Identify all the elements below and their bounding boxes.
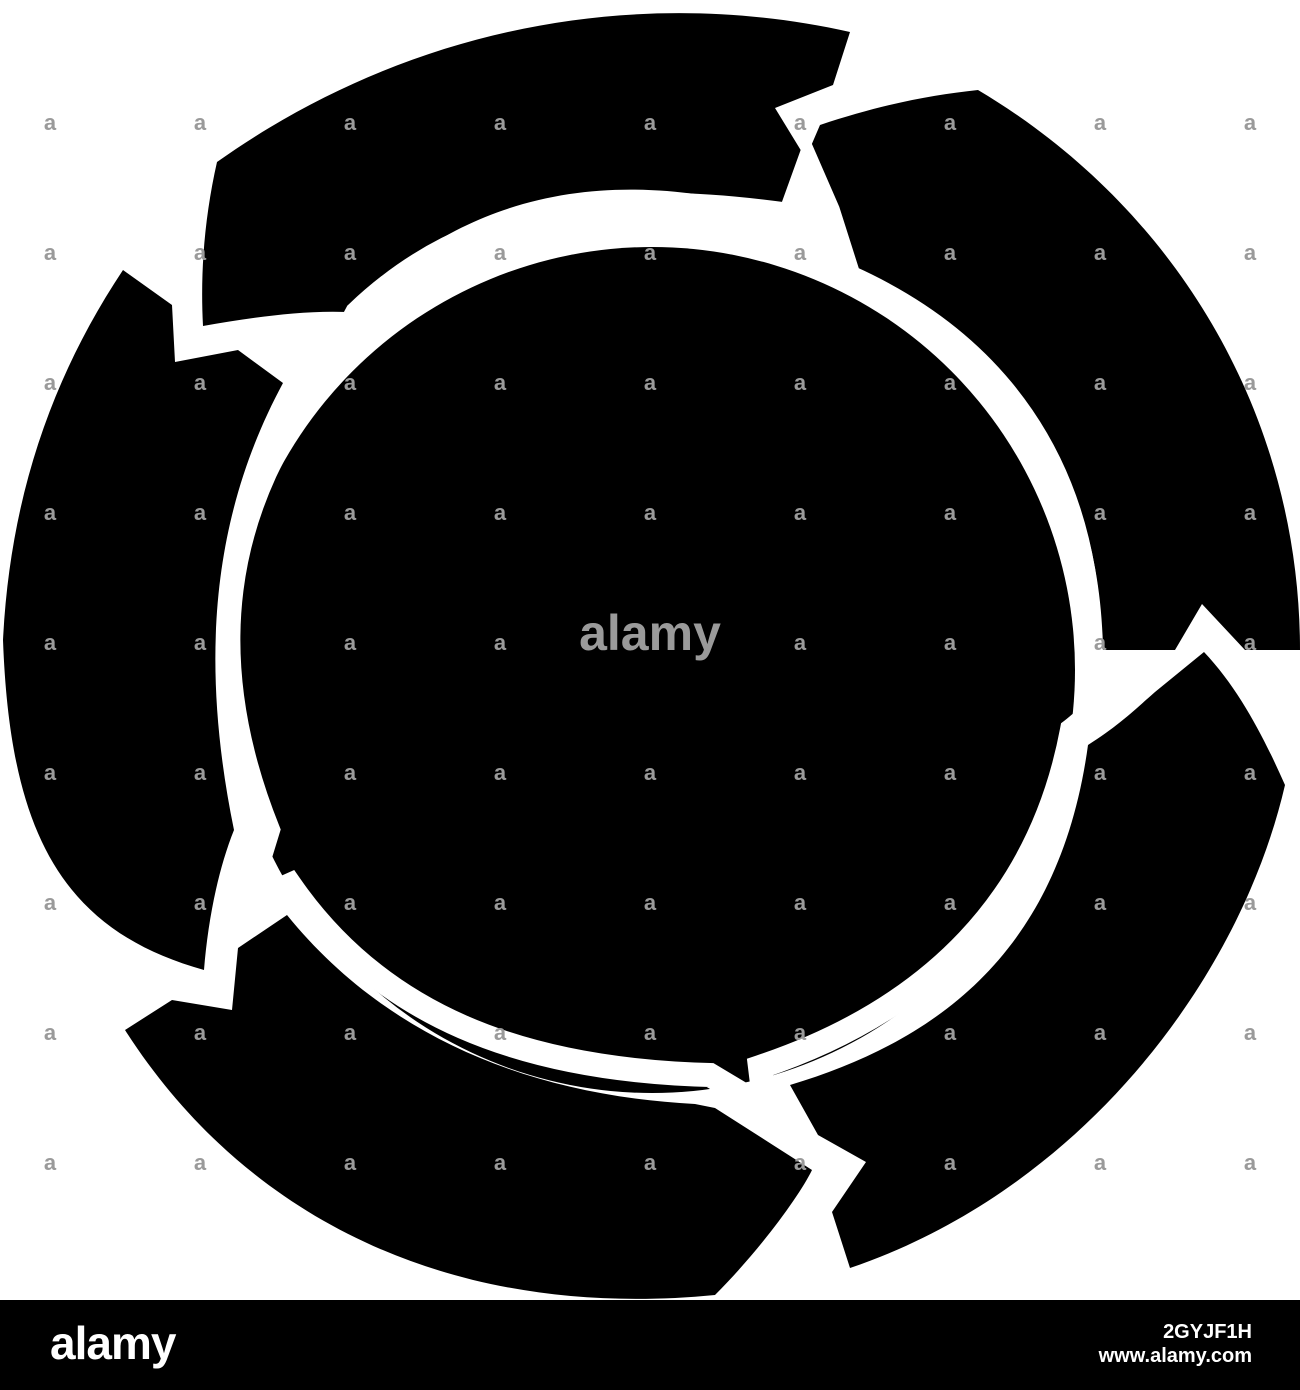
watermark-mark: a (194, 240, 207, 265)
watermark-mark: a (1094, 760, 1107, 785)
watermark-mark: a (194, 110, 207, 135)
watermark-mark: a (1094, 1020, 1107, 1045)
watermark-mark: a (644, 760, 657, 785)
watermark-mark: a (794, 1020, 807, 1045)
watermark-mark: a (494, 1020, 507, 1045)
watermark-mark: a (494, 370, 507, 395)
watermark-mark: a (794, 500, 807, 525)
arrow-segment-bottom (125, 915, 812, 1299)
watermark-mark: a (1244, 630, 1257, 655)
watermark-mark: a (344, 500, 357, 525)
watermark-mark: a (494, 110, 507, 135)
watermark-mark: a (44, 240, 57, 265)
watermark-mark: a (494, 760, 507, 785)
watermark-mark: a (644, 1150, 657, 1175)
watermark-mark: a (1094, 630, 1107, 655)
watermark-mark: a (44, 760, 57, 785)
watermark-mark: a (1094, 890, 1107, 915)
watermark-mark: a (644, 110, 657, 135)
watermark-mark: a (44, 1020, 57, 1045)
watermark-mark: a (944, 240, 957, 265)
watermark-mark: a (794, 630, 807, 655)
watermark-mark: a (1244, 1020, 1257, 1045)
watermark-mark: a (344, 1020, 357, 1045)
watermark-mark: a (794, 370, 807, 395)
watermark-mark: a (1244, 240, 1257, 265)
watermark-mark: a (644, 500, 657, 525)
watermark-mark: a (344, 370, 357, 395)
watermark-mark: a (644, 240, 657, 265)
watermark-mark: a (1244, 890, 1257, 915)
watermark-mark: a (644, 890, 657, 915)
watermark-mark: a (344, 630, 357, 655)
watermark-mark: a (344, 760, 357, 785)
watermark-grid: a a a a a a a a a a a a a a a a a a a a a a a a a a a a a a a a a a a a a a a a… (44, 110, 1257, 1175)
image-id: 2GYJF1H (1163, 1321, 1252, 1343)
inner-ring-outline (216, 132, 1157, 1131)
arrow-segment-left (3, 270, 283, 970)
watermark-mark: a (794, 890, 807, 915)
watermark-mark: a (344, 1150, 357, 1175)
watermark-mark: a (794, 240, 807, 265)
watermark-mark: a (944, 500, 957, 525)
watermark-mark: a (1094, 110, 1107, 135)
watermark-mark: a (194, 500, 207, 525)
watermark-mark: a (794, 760, 807, 785)
alamy-logo: alamy (50, 1317, 176, 1369)
watermark-mark: a (344, 240, 357, 265)
watermark-mark: a (644, 370, 657, 395)
watermark-mark: a (44, 630, 57, 655)
watermark-mark: a (1094, 240, 1107, 265)
watermark-mark: a (344, 110, 357, 135)
watermark-mark: a (44, 370, 57, 395)
watermark-mark: a (494, 1150, 507, 1175)
watermark-mark: a (194, 760, 207, 785)
arrow-segment-right (808, 90, 1300, 650)
watermark-mark: a (194, 890, 207, 915)
watermark-mark: a (944, 760, 957, 785)
watermark-mark: a (494, 500, 507, 525)
watermark-mark: a (44, 110, 57, 135)
watermark-mark: a (944, 110, 957, 135)
watermark-mark: a (194, 1150, 207, 1175)
watermark-mark: a (494, 630, 507, 655)
circular-arrows-cycle-icon: a a a a a a a a a a a a a a a a a a a a a a a a a a a a a a a a a a a a a a a a… (3, 13, 1300, 1299)
watermark-mark: a (1094, 500, 1107, 525)
watermark-mark: a (44, 500, 57, 525)
watermark-mark: a (794, 1150, 807, 1175)
watermark-mark: a (44, 890, 57, 915)
watermark-mark: a (944, 1020, 957, 1045)
watermark-mark: a (944, 370, 957, 395)
watermark-mark: a (1094, 1150, 1107, 1175)
watermark-mark: a (344, 890, 357, 915)
watermark-mark: a (494, 240, 507, 265)
watermark-mark: a (1244, 500, 1257, 525)
arrow-segment-top (202, 13, 850, 326)
watermark-mark: a (644, 1020, 657, 1045)
watermark-label: alamy (579, 605, 721, 661)
watermark-mark: a (194, 630, 207, 655)
watermark-mark: a (944, 890, 957, 915)
watermark-mark: a (1244, 110, 1257, 135)
center-disc (229, 247, 1075, 1093)
footer-bar: alamy 2GYJF1H www.alamy.com (0, 1300, 1300, 1390)
watermark-mark: a (1244, 370, 1257, 395)
arrow-segment-bottom-right (790, 652, 1285, 1268)
watermark-mark: a (944, 630, 957, 655)
watermark-mark: a (194, 1020, 207, 1045)
site-url: www.alamy.com (1098, 1345, 1252, 1367)
watermark-mark: a (1094, 370, 1107, 395)
watermark-mark: a (794, 110, 807, 135)
watermark-mark: a (44, 1150, 57, 1175)
watermark-mark: a (494, 890, 507, 915)
watermark-mark: a (1244, 1150, 1257, 1175)
watermark-mark: a (194, 370, 207, 395)
watermark-mark: a (944, 1150, 957, 1175)
watermark-mark: a (1244, 760, 1257, 785)
footer-meta: 2GYJF1H www.alamy.com (1099, 1320, 1252, 1368)
